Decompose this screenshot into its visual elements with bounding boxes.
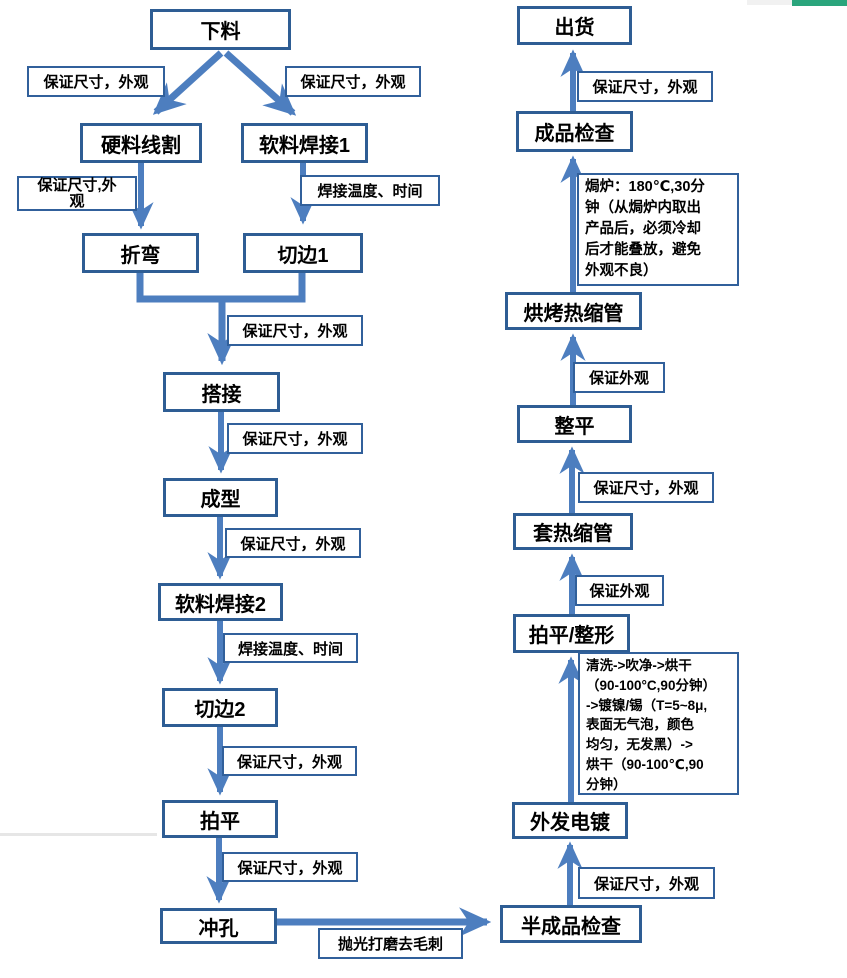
edge-label-weld2: 焊接温度、时间 [223, 633, 358, 663]
process-box-qiebian1: 切边1 [243, 233, 363, 273]
process-box-qiebian2: 切边2 [162, 688, 278, 727]
edge-label-weld1: 焊接温度、时间 [300, 175, 440, 206]
edge-label-to-dajie: 保证尺寸，外观 [227, 315, 363, 346]
process-box-banchengpin-jiancha: 半成品检查 [500, 905, 642, 943]
arrow-xialiao-to-yingliao [152, 50, 224, 115]
process-box-zhewan: 折弯 [82, 233, 199, 273]
process-box-chengxing: 成型 [163, 478, 278, 517]
edge-label-to-ruanliao2: 保证尺寸，外观 [225, 528, 361, 558]
process-box-paiping: 拍平 [162, 800, 278, 838]
edge-label-split-right: 保证尺寸，外观 [285, 66, 421, 97]
process-box-ruanliao-hanjie2: 软料焊接2 [158, 583, 283, 621]
arrow-xialiao-to-ruanliao1 [223, 50, 297, 116]
process-box-ruanliao-hanjie1: 软料焊接1 [241, 123, 368, 163]
process-box-waifa-diandu: 外发电镀 [512, 802, 628, 839]
process-box-paiping-zhengxing: 拍平/整形 [513, 614, 630, 653]
edge-label-to-chuhuo: 保证尺寸，外观 [577, 71, 713, 102]
edge-label-to-waifa: 保证尺寸，外观 [578, 867, 715, 899]
edge-label-polish: 抛光打磨去毛刺 [318, 928, 463, 959]
note-oven-requirements: 焗炉：180℃,30分 钟（从焗炉内取出 产品后，必须冷却 后才能叠放，避免 外… [577, 173, 739, 286]
edge-label-to-hongkao: 保证外观 [573, 362, 665, 393]
top-green-accent-bar [792, 0, 847, 6]
process-box-chengpin-jiancha: 成品检查 [516, 111, 633, 152]
process-box-xialiao: 下料 [150, 9, 291, 50]
page-break-line [0, 833, 157, 836]
edge-label-hard-wire: 保证尺寸,外 观 [17, 176, 137, 211]
process-box-tao-resuoguan: 套热缩管 [513, 513, 633, 550]
process-box-chuhuo: 出货 [517, 6, 632, 45]
edge-label-to-chengxing: 保证尺寸，外观 [227, 423, 363, 454]
note-plating-requirements: 清洗->吹净->烘干 （90-100°C,90分钟） ->镀镍/锡（T=5~8μ… [578, 652, 739, 795]
process-box-zhengping: 整平 [517, 405, 632, 443]
connector-merge [136, 272, 306, 303]
edge-label-split-left: 保证尺寸，外观 [27, 66, 165, 97]
process-box-hongkao-resuoguan: 烘烤热缩管 [505, 292, 642, 330]
process-box-yingliao-xiange: 硬料线割 [80, 123, 202, 163]
process-box-chongkong: 冲孔 [160, 908, 277, 944]
edge-label-to-paiping: 保证尺寸，外观 [222, 746, 357, 776]
process-box-dajie: 搭接 [163, 372, 280, 412]
edge-label-to-zhengping: 保证尺寸，外观 [578, 472, 714, 503]
edge-label-to-taore: 保证外观 [575, 575, 664, 606]
top-gray-accent-bar [747, 0, 792, 5]
edge-label-to-chongkong: 保证尺寸，外观 [222, 852, 358, 882]
